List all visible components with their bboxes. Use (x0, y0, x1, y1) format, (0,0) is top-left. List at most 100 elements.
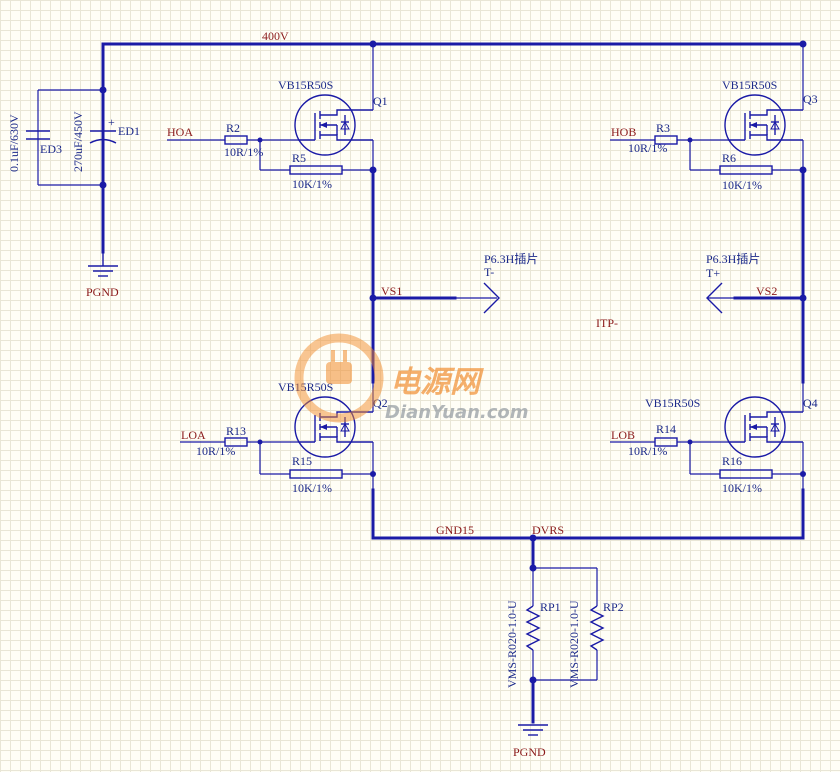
junction-dot (687, 439, 693, 445)
net-label-loa: LOA (181, 428, 206, 442)
mosfet-q1 (294, 94, 373, 156)
r13-ref: R13 (226, 424, 246, 438)
ground-label-pgnd: PGND (86, 285, 119, 299)
spade-terminal-icon (706, 282, 723, 314)
watermark: 电源网 DianYuan.com (294, 333, 529, 423)
terminal-t-minus-label: T- (484, 265, 494, 279)
terminal-t-plus-label: T+ (706, 266, 720, 280)
plug-head-icon (326, 362, 352, 384)
ed1-ref: ED1 (118, 124, 140, 138)
r3-value: 10R/1% (628, 141, 667, 155)
q3-part: VB15R50S (722, 78, 777, 92)
resistor-rp2 (589, 605, 605, 651)
net-label-vs1: VS1 (381, 284, 402, 298)
watermark-en: DianYuan.com (385, 402, 529, 423)
ground-left: PGND (86, 252, 119, 299)
junction-dot (799, 40, 807, 48)
junction-dot (257, 137, 263, 143)
resistor-r14 (654, 437, 678, 447)
junction-dot (799, 166, 807, 174)
net-label-lob: LOB (611, 428, 635, 442)
r15-ref: R15 (292, 454, 312, 468)
resistor-r16 (719, 469, 773, 479)
resistor-r2 (224, 135, 248, 145)
ed1-value: 270uF/450V (71, 111, 85, 172)
junction-dot (800, 471, 806, 477)
r6-ref: R6 (722, 151, 736, 165)
ground-label-pgnd: PGND (513, 745, 546, 759)
q4-ref: Q4 (803, 396, 818, 410)
spade-terminal-icon (483, 282, 500, 314)
body-diode-icon (340, 120, 350, 130)
q1-part: VB15R50S (278, 78, 333, 92)
q1-ref: Q1 (373, 94, 388, 108)
body-arrow-icon (320, 122, 327, 128)
r3-ref: R3 (656, 121, 670, 135)
net-label-gnd15: GND15 (436, 523, 474, 537)
net-labels: 400V HOA LOA HOB LOB VS1 VS2 ITP- GND15 … (167, 29, 777, 537)
capacitor-ed3: ED3 0.1uF/630V (7, 114, 62, 172)
resistor-rp1 (525, 605, 541, 651)
r5-value: 10K/1% (292, 177, 332, 191)
resistor-r15 (289, 469, 343, 479)
q2-ref: Q2 (373, 396, 388, 410)
terminal-t-minus-part: P6.3H插片 (484, 252, 538, 266)
rp1-ref: RP1 (540, 600, 561, 614)
junctions (99, 40, 807, 684)
bus-wires (101, 42, 805, 724)
source-lead (320, 134, 373, 141)
junction-dot (687, 137, 693, 143)
junction-dot (529, 564, 537, 572)
mosfet-q4 (724, 396, 804, 458)
junction-dot (370, 471, 376, 477)
resistors (224, 135, 773, 651)
r2-value: 10R/1% (224, 145, 263, 159)
rp2-ref: RP2 (603, 600, 624, 614)
rp2-value: VMS-R020-1.0-U (567, 600, 581, 688)
junction-dot (99, 86, 107, 94)
resistor-labels: R2 10R/1% R5 10K/1% R13 10R/1% R15 10K/1… (196, 121, 762, 688)
net-label-vs2: VS2 (756, 284, 777, 298)
junction-dot (369, 40, 377, 48)
net-label-hoa: HOA (167, 125, 193, 139)
ed3-value: 0.1uF/630V (7, 114, 21, 172)
mosfet-body (294, 94, 356, 156)
terminal-t-plus: P6.3H插片 T+ (706, 252, 760, 314)
drain-lead (320, 109, 373, 116)
resistor-r13 (224, 437, 248, 447)
q4-part: VB15R50S (645, 396, 700, 410)
r2-ref: R2 (226, 121, 240, 135)
ed3-ref: ED3 (40, 142, 62, 156)
resistor-r3 (654, 135, 678, 145)
q3-ref: Q3 (803, 92, 818, 106)
r16-ref: R16 (722, 454, 742, 468)
r14-ref: R14 (656, 422, 676, 436)
junction-dot (369, 294, 377, 302)
watermark-cn: 电源网 (390, 365, 484, 400)
net-label-itp: ITP- (596, 316, 618, 330)
resistor-r6 (719, 165, 773, 175)
plug-logo-icon (294, 333, 384, 423)
rp1-value: VMS-R020-1.0-U (505, 600, 519, 688)
terminal-t-plus-part: P6.3H插片 (706, 252, 760, 266)
ground-bottom: PGND (513, 724, 548, 759)
r13-value: 10R/1% (196, 444, 235, 458)
capacitor-ed1: + ED1 270uF/450V (71, 111, 140, 172)
r5-ref: R5 (292, 151, 306, 165)
junction-dot (257, 439, 263, 445)
r15-value: 10K/1% (292, 481, 332, 495)
net-label-400v: 400V (262, 29, 289, 43)
junction-dot (369, 166, 377, 174)
net-label-hob: HOB (611, 125, 636, 139)
r6-value: 10K/1% (722, 178, 762, 192)
thin-wires (37, 44, 804, 681)
r14-value: 10R/1% (628, 444, 667, 458)
junction-dot (529, 676, 537, 684)
junction-dot (99, 181, 107, 189)
net-label-dvrs: DVRS (532, 523, 564, 537)
polarity-plus-icon: + (108, 115, 115, 129)
cap-plate-curved (89, 138, 117, 144)
junction-dot (799, 294, 807, 302)
terminal-t-minus: P6.3H插片 T- (455, 252, 538, 314)
